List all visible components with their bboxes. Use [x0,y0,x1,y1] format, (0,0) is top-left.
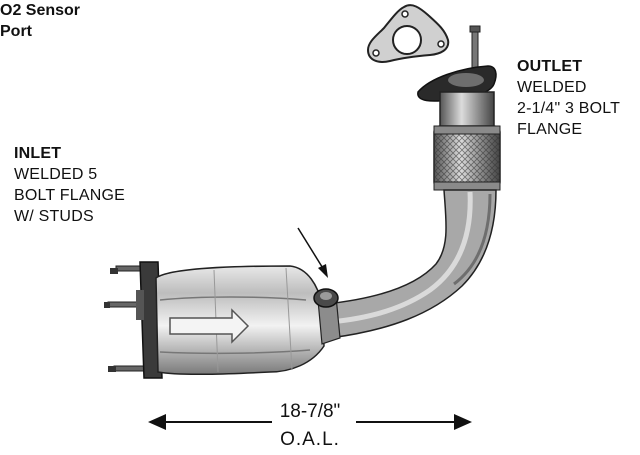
inlet-heading: INLET [14,145,62,162]
inlet-label: INLET WELDED 5 BOLT FLANGE W/ STUDS [14,143,125,227]
outlet-gasket [366,4,450,63]
outlet-line-2: 2-1/4" 3 BOLT [517,100,621,117]
o2-sensor-line-2: Port [0,23,32,40]
overall-length-label: 18-7/8" O.A.L. [0,398,640,454]
o2-sensor-line-1: O2 Sensor [0,2,81,19]
outlet-line-3: FLANGE [517,121,583,138]
outlet-heading: OUTLET [517,58,583,75]
bent-pipe [325,189,497,339]
flow-arrow-icon [169,308,250,344]
inlet-studs [104,265,151,372]
inlet-line-1: WELDED 5 [14,166,98,183]
overall-length-value: 18-7/8" [279,401,341,422]
outlet-collar [439,91,495,129]
outlet-label: OUTLET WELDED 2-1/4" 3 BOLT FLANGE [517,56,620,140]
dimension-arrow [148,410,472,434]
outlet-stud [469,25,481,73]
flex-pipe [433,125,501,191]
overall-length-unit: O.A.L. [280,429,340,450]
o2-sensor-bung [313,288,339,308]
o2-sensor-pointer-arrow [297,227,328,278]
outlet-line-1: WELDED [517,79,587,96]
inlet-line-3: W/ STUDS [14,208,94,225]
o2-sensor-label: O2 Sensor Port [0,0,640,42]
inlet-line-2: BOLT FLANGE [14,187,125,204]
